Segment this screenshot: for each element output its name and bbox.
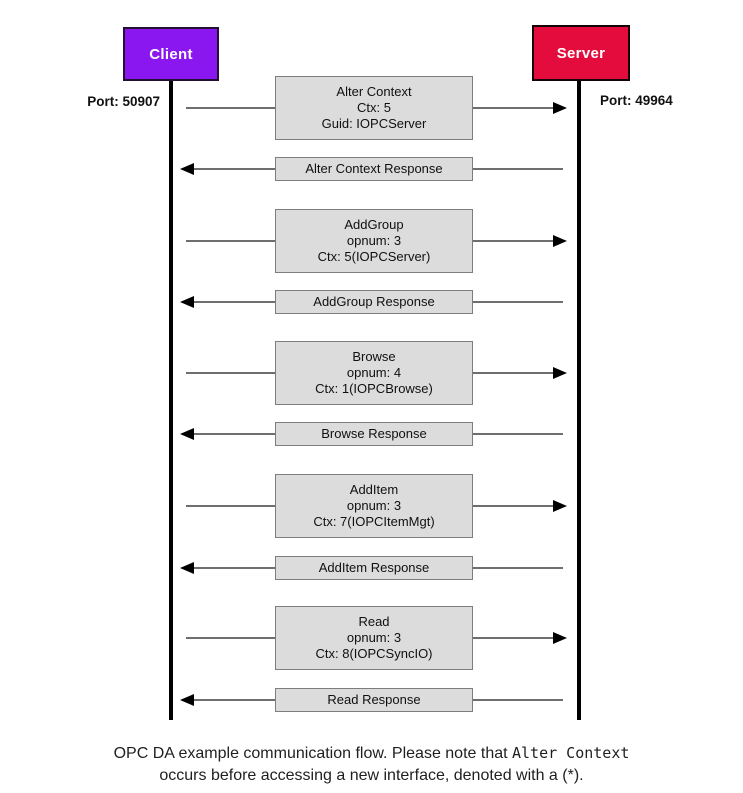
caption-line1-code: Alter Context bbox=[512, 744, 630, 762]
arrowhead-left-icon bbox=[180, 428, 194, 440]
message-box: Alter Context Response bbox=[275, 157, 473, 181]
message-box-text: Ctx: 1(IOPCBrowse) bbox=[315, 381, 433, 396]
message-box-text: Browse Response bbox=[321, 426, 427, 441]
client-port-label: Port: 50907 bbox=[87, 94, 160, 109]
message-box: Browse Response bbox=[275, 422, 473, 446]
message-box-text: opnum: 3 bbox=[346, 498, 402, 513]
server-label: Server bbox=[556, 44, 606, 62]
message-box-text: opnum: 3 bbox=[346, 233, 402, 248]
arrowhead-right-icon bbox=[553, 235, 567, 247]
message-box-text: AddItem Response bbox=[318, 560, 430, 575]
client-lifeline bbox=[169, 81, 173, 720]
arrowhead-left-icon bbox=[180, 694, 194, 706]
arrowhead-right-icon bbox=[553, 367, 567, 379]
message-box-text: Ctx: 5 bbox=[357, 100, 391, 115]
message-box-text: AddGroup Response bbox=[313, 294, 435, 309]
message-box-text: Read bbox=[358, 614, 390, 629]
server-lifeline bbox=[577, 81, 581, 720]
message-box-text: Ctx: 7(IOPCItemMgt) bbox=[313, 514, 435, 529]
caption: OPC DA example communication flow. Pleas… bbox=[0, 742, 743, 787]
message-box: Read Response bbox=[275, 688, 473, 712]
message-box-text: opnum: 3 bbox=[346, 630, 402, 645]
server-port-label: Port: 49964 bbox=[600, 93, 673, 108]
message-box-text: AddItem bbox=[349, 482, 399, 497]
arrowhead-right-icon bbox=[553, 632, 567, 644]
message-box-text: Read Response bbox=[327, 692, 421, 707]
message-box-text: Alter Context bbox=[336, 84, 412, 99]
server-actor-box: Server bbox=[532, 25, 630, 81]
arrowhead-right-icon bbox=[553, 102, 567, 114]
message-box: AddGroup Response bbox=[275, 290, 473, 314]
message-box-text: Ctx: 5(IOPCServer) bbox=[317, 249, 431, 264]
message-box-text: Alter Context Response bbox=[305, 161, 443, 176]
caption-line2-text: occurs before accessing a new interface,… bbox=[159, 767, 584, 784]
message-box-text: opnum: 4 bbox=[346, 365, 402, 380]
arrowhead-left-icon bbox=[180, 296, 194, 308]
caption-line1-text: OPC DA example communication flow. Pleas… bbox=[113, 745, 512, 762]
arrowhead-left-icon bbox=[180, 163, 194, 175]
message-box: AddItem Response bbox=[275, 556, 473, 580]
message-box-text: AddGroup bbox=[344, 217, 404, 232]
message-box-text: Guid: IOPCServer bbox=[321, 116, 427, 131]
arrowhead-right-icon bbox=[553, 500, 567, 512]
message-box-text: Ctx: 8(IOPCSyncIO) bbox=[315, 646, 433, 661]
arrowhead-left-icon bbox=[180, 562, 194, 574]
message-box-text: Browse bbox=[352, 349, 396, 364]
client-label: Client bbox=[149, 45, 193, 63]
client-actor-box: Client bbox=[123, 27, 219, 81]
